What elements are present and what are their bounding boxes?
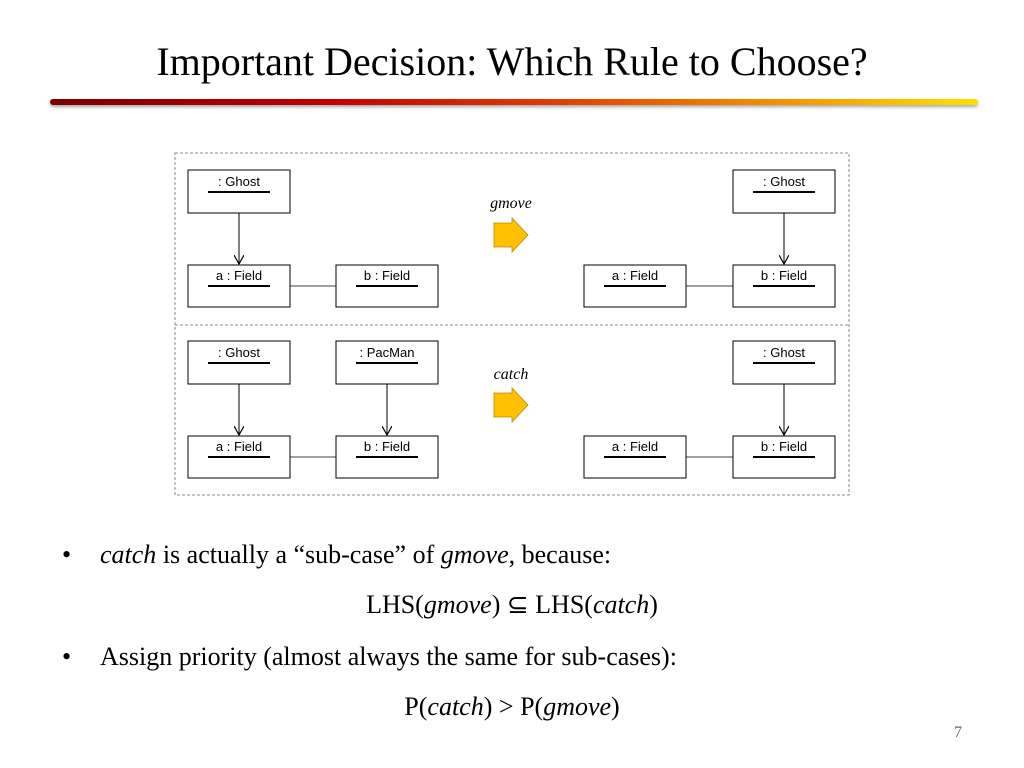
term-gmove: gmove bbox=[440, 540, 509, 569]
catch-lhs-field-b-node: b : Field bbox=[335, 435, 439, 479]
catch-rhs-ghost-node: : Ghost bbox=[732, 340, 836, 385]
gmove-lhs-field-b-node: b : Field bbox=[335, 264, 439, 308]
rule-name-gmove: gmove bbox=[490, 195, 532, 212]
rules-frame bbox=[174, 152, 850, 496]
gmove-rhs-field-a-node: a : Field bbox=[583, 264, 687, 308]
node-label: a : Field bbox=[216, 268, 262, 283]
formula-part: LHS( bbox=[366, 590, 424, 619]
bullet-marker: • bbox=[62, 642, 72, 671]
node-label: a : Field bbox=[216, 439, 262, 454]
formula-subset: LHS(gmove) ⊆ LHS(catch) bbox=[0, 588, 1024, 622]
formula-part: ) bbox=[483, 692, 493, 721]
catch-rhs-field-b-node: b : Field bbox=[732, 435, 836, 479]
slide-title: Important Decision: Which Rule to Choose… bbox=[156, 39, 868, 84]
node-label: a : Field bbox=[612, 268, 658, 283]
rule-gmove: : Ghost a : Field b : Field gmove : Ghos… bbox=[187, 169, 836, 308]
formula-part: LHS( bbox=[535, 590, 593, 619]
node-label: b : Field bbox=[364, 439, 410, 454]
title-underline bbox=[50, 99, 978, 105]
formula-part: ) bbox=[611, 692, 620, 721]
node-label: a : Field bbox=[612, 439, 658, 454]
formula-term: gmove bbox=[543, 692, 612, 721]
node-label: b : Field bbox=[761, 439, 807, 454]
formula-part: ) bbox=[491, 590, 501, 619]
node-label: : Ghost bbox=[763, 345, 805, 360]
node-label: : Ghost bbox=[218, 345, 260, 360]
term-catch: catch bbox=[100, 540, 157, 569]
node-label: b : Field bbox=[364, 268, 410, 283]
formula-part: ) bbox=[649, 590, 658, 619]
gmove-lhs-ghost-node: : Ghost bbox=[187, 169, 291, 214]
formula-priority: P(catch) > P(gmove) bbox=[0, 690, 1024, 724]
node-label: : PacMan bbox=[360, 345, 415, 360]
bullet-text: Assign priority (almost always the same … bbox=[100, 642, 677, 671]
bullet-text-part: , because: bbox=[508, 540, 612, 569]
gmove-rhs-ghost-node: : Ghost bbox=[732, 169, 836, 214]
formula-term: gmove bbox=[423, 590, 492, 619]
rule-catch: : Ghost : PacMan a : Field b : Field cat… bbox=[187, 340, 836, 479]
catch-lhs-field-a-node: a : Field bbox=[187, 435, 291, 479]
subset-symbol: ⊆ bbox=[500, 590, 536, 619]
bullet-text-part: is actually a “sub-case” of bbox=[156, 540, 441, 569]
gmove-rhs-field-b-node: b : Field bbox=[732, 264, 836, 308]
formula-part: P( bbox=[520, 692, 544, 721]
gmove-lhs-field-a-node: a : Field bbox=[187, 264, 291, 308]
page-number: 7 bbox=[954, 724, 962, 741]
formula-term: catch bbox=[427, 692, 484, 721]
bullet-text: catch is actually a “sub-case” of gmove,… bbox=[100, 538, 611, 572]
catch-lhs-pacman-node: : PacMan bbox=[335, 340, 439, 385]
rule-name-catch: catch bbox=[494, 366, 529, 383]
formula-part: P( bbox=[404, 692, 428, 721]
node-label: : Ghost bbox=[218, 174, 260, 189]
catch-lhs-ghost-node: : Ghost bbox=[187, 340, 291, 385]
formula-term: catch bbox=[592, 590, 650, 619]
bullet-marker: • bbox=[62, 540, 72, 569]
node-label: : Ghost bbox=[763, 174, 805, 189]
transformation-arrow-icon bbox=[493, 386, 529, 424]
node-label: b : Field bbox=[761, 268, 807, 283]
transformation-arrow-icon bbox=[493, 216, 529, 254]
catch-rhs-field-a-node: a : Field bbox=[583, 435, 687, 479]
greater-than-symbol: > bbox=[492, 692, 521, 721]
